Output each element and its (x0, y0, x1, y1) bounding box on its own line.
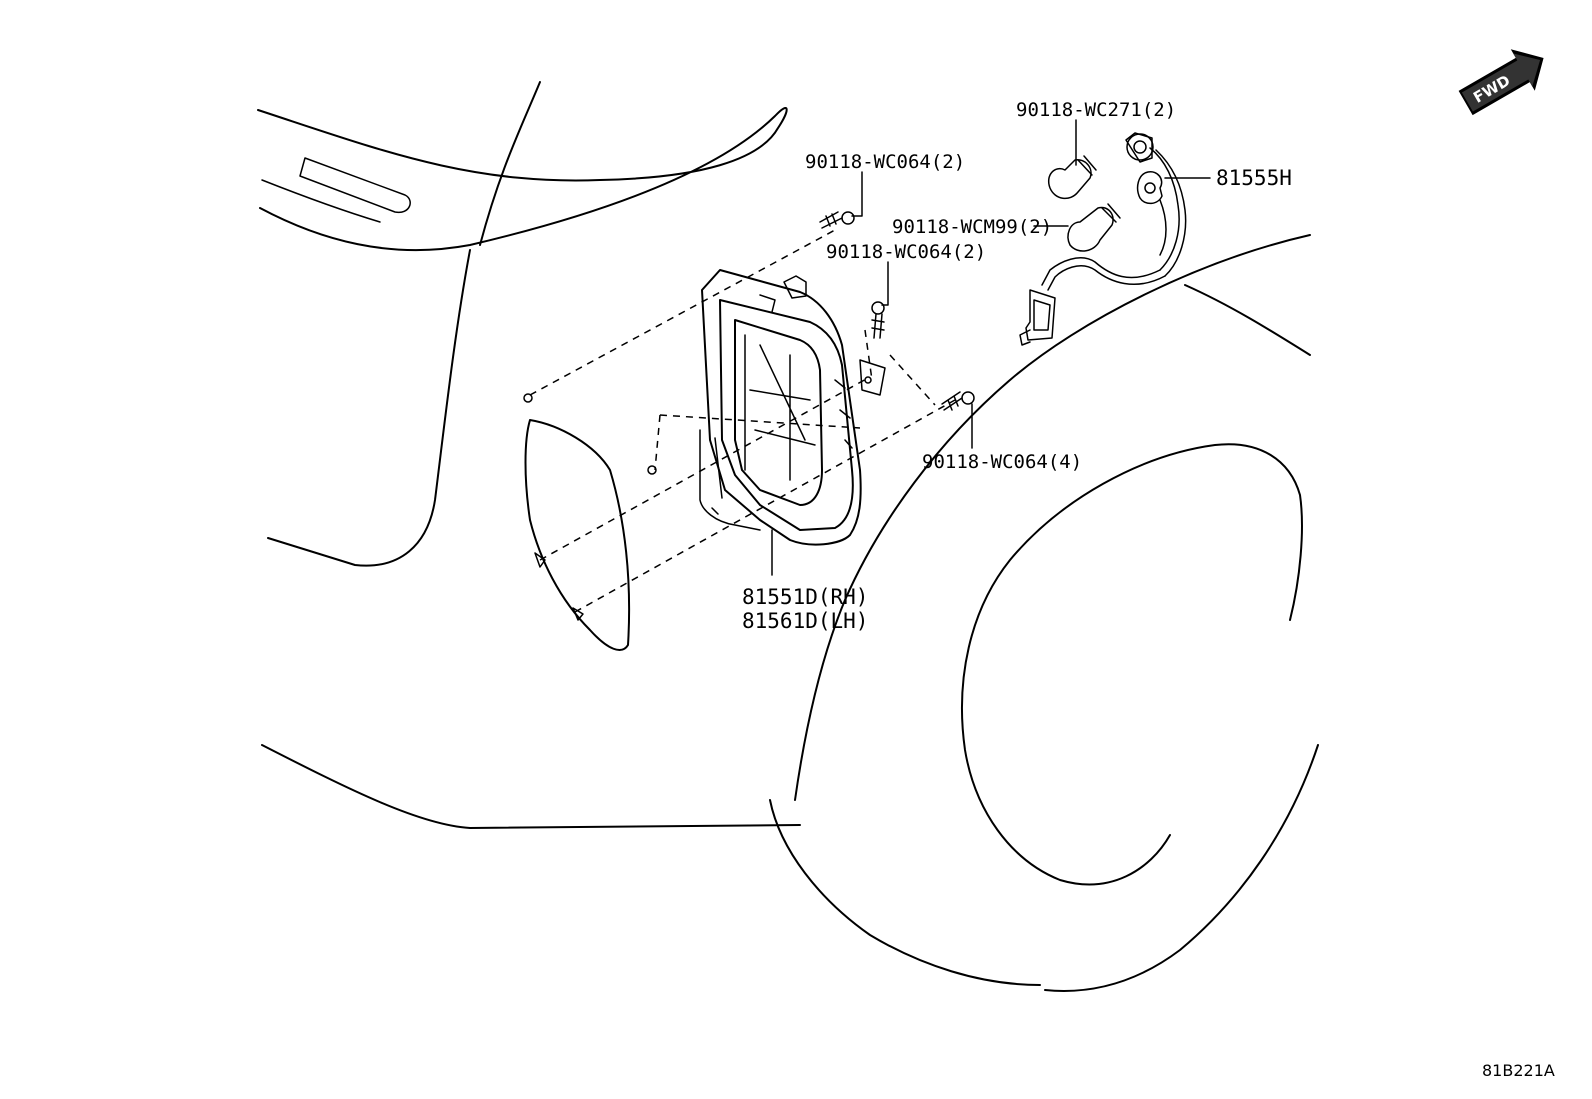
leader-lines (771, 119, 1211, 576)
screw-right (941, 391, 975, 411)
label-bulb-mid: 90118-WCM99(2) (892, 216, 1052, 238)
socket-and-wire (1019, 132, 1187, 346)
label-socket-wire: 81555H (1216, 166, 1292, 190)
label-screw-top: 90118-WC064(2) (805, 151, 965, 173)
label-bulb-top: 90118-WC271(2) (1016, 99, 1176, 121)
vehicle-body-outline (257, 81, 1319, 992)
lamp-housing (699, 269, 886, 546)
bulb-mid (1067, 203, 1121, 252)
screw-top (819, 211, 855, 229)
body-mount-holes (523, 393, 657, 621)
guide-lines (529, 229, 956, 613)
screw-mid (871, 301, 885, 339)
diagram-code: 81B221A (1482, 1061, 1555, 1080)
label-screw-mid: 90118-WC064(2) (826, 241, 986, 263)
label-screw-right: 90118-WC064(4) (922, 451, 1082, 473)
fwd-arrow: FWD (1458, 49, 1544, 116)
label-lamp-rh: 81551D(RH) (742, 585, 868, 609)
bulb-top (1048, 155, 1097, 200)
label-lamp-lh: 81561D(LH) (742, 609, 868, 633)
